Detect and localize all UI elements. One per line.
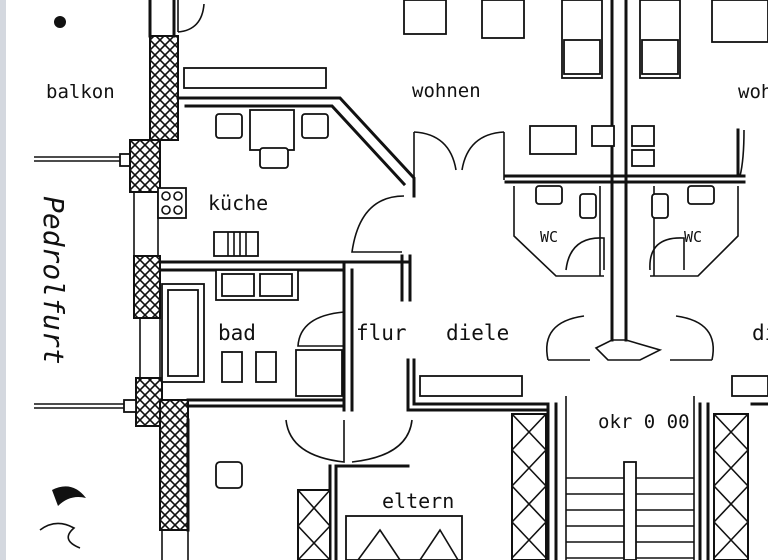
room-label-wc-right: WC [684, 228, 702, 246]
handwritten-marks [39, 486, 86, 549]
kitchen-wall-hatch [129, 139, 161, 193]
shaft-boxes [297, 413, 749, 560]
elevation-label: okr 0 00 [598, 411, 690, 433]
interior-walls [158, 0, 768, 560]
room-label-wohnen-right: woh [738, 81, 768, 103]
wc-cubicles [513, 125, 739, 277]
stair-landing [565, 339, 695, 560]
door-swings [285, 129, 745, 463]
page-edge [0, 0, 6, 560]
room-label-diele: diele [446, 321, 509, 345]
balcony-door-swing [177, 0, 205, 33]
living-furniture [403, 0, 768, 397]
exterior-wall [129, 0, 189, 560]
room-label-wohnen: wohnen [412, 80, 481, 102]
room-label-bad: bad [218, 321, 256, 345]
balcony-railing [34, 16, 137, 413]
room-label-diele-right: di [752, 321, 768, 345]
kitchen-furniture [157, 67, 329, 257]
handwritten-note: Pedrolfurt [37, 196, 70, 365]
room-label-balkon: balkon [46, 81, 115, 103]
bathroom-furniture [161, 269, 343, 489]
room-label-kueche: küche [208, 191, 268, 215]
room-label-eltern: eltern [382, 489, 454, 513]
room-label-flur: flur [356, 321, 407, 345]
room-label-wc-left: WC [540, 228, 558, 246]
